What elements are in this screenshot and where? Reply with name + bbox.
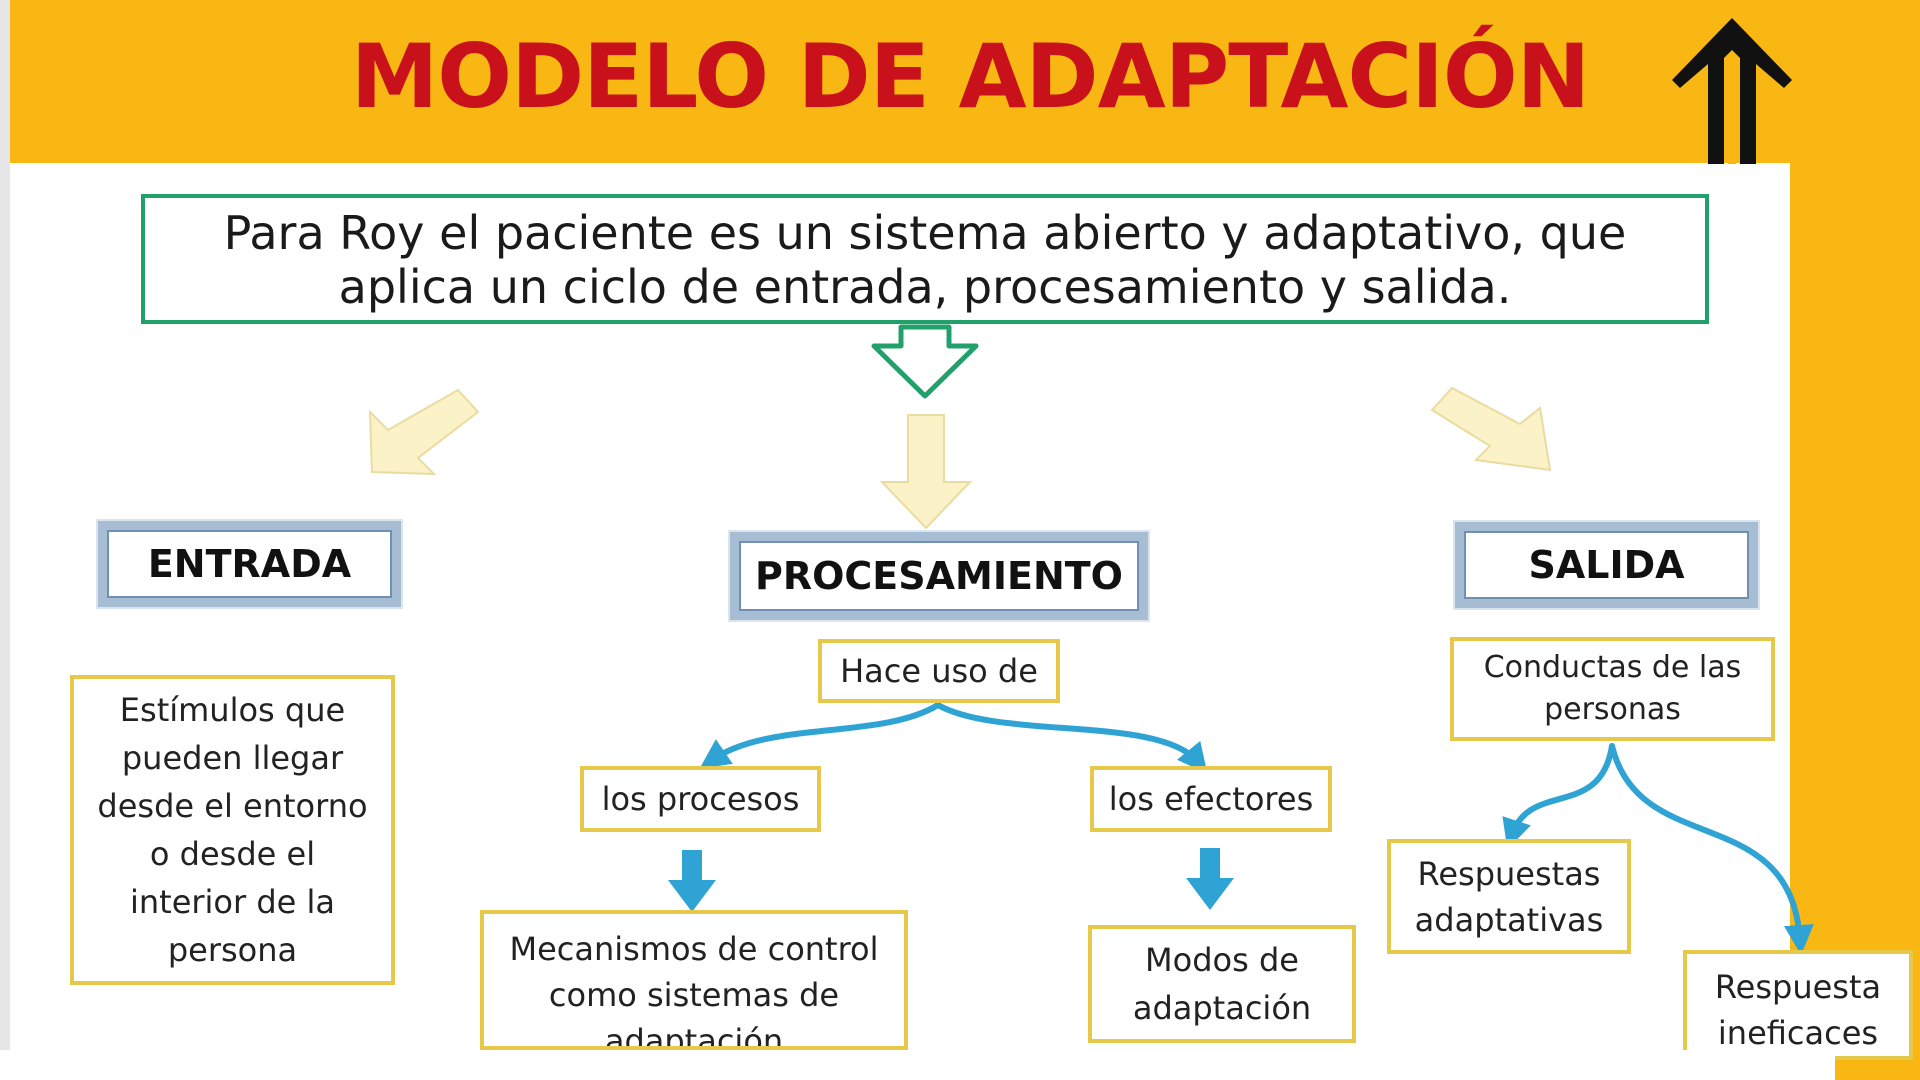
right-side-band: [1790, 0, 1920, 1080]
ineficaces-line: ineficaces: [1717, 1014, 1879, 1052]
adaptativas-line: adaptativas: [1414, 900, 1604, 939]
blue-curved-arrow-icon: [699, 702, 1208, 774]
respuestas-adaptativas-box: Respuestas adaptativas: [1387, 839, 1631, 954]
header-band: [10, 0, 1920, 163]
conductas-box: Conductas de las personas: [1450, 637, 1775, 741]
entrada-line: pueden llegar: [121, 739, 344, 777]
efectores-box: los efectores: [1090, 766, 1332, 832]
ineficaces-line: Respuesta: [1714, 968, 1882, 1006]
entrada-estimulos-box: Estímulos que pueden llegar desde el ent…: [70, 675, 395, 985]
salida-header: SALIDA: [1455, 522, 1758, 608]
page-title: MODELO DE ADAPTACIÓN: [350, 25, 1591, 128]
hace-uso-box: Hace uso de: [818, 639, 1060, 703]
procesamiento-header: PROCESAMIENTO: [730, 532, 1148, 620]
soft-arrow-icon: [368, 386, 1552, 530]
up-arrows-logo-icon: [1672, 18, 1792, 164]
entrada-line: persona: [167, 931, 298, 969]
mecanismos-box: Mecanismos de control como sistemas de a…: [480, 910, 908, 1050]
intro-line-2: aplica un ciclo de entrada, procesamient…: [338, 260, 1512, 314]
adaptativas-line: Respuestas: [1417, 854, 1601, 893]
blue-curved-arrow-icon: [1502, 743, 1814, 955]
procesos-box: los procesos: [580, 766, 821, 832]
mecanismos-line: Mecanismos de control: [509, 930, 879, 968]
down-arrow-outline-icon: [871, 324, 979, 399]
respuesta-ineficaces-box: Respuesta ineficaces: [1683, 950, 1913, 1060]
modos-line: Modos de: [1145, 941, 1299, 979]
conductas-line: personas: [1544, 692, 1681, 727]
mecanismos-line: como sistemas de: [548, 976, 840, 1014]
entrada-line: o desde el: [149, 835, 316, 873]
mecanismos-line: adaptación: [604, 1022, 784, 1050]
modos-box: Modos de adaptación: [1088, 925, 1356, 1043]
entrada-line: interior de la: [129, 883, 335, 921]
intro-line-1: Para Roy el paciente es un sistema abier…: [223, 206, 1627, 260]
bottom-edge-strip: [0, 1050, 1835, 1080]
conductas-line: Conductas de las: [1483, 650, 1742, 685]
modos-line: adaptación: [1132, 989, 1312, 1027]
entrada-line: desde el entorno: [97, 787, 368, 825]
entrada-header: ENTRADA: [98, 521, 401, 607]
left-edge-strip: [0, 0, 10, 1050]
intro-box: Para Roy el paciente es un sistema abier…: [141, 194, 1709, 324]
entrada-line: Estímulos que: [119, 691, 346, 729]
blue-down-arrow-icon: [668, 848, 1234, 912]
